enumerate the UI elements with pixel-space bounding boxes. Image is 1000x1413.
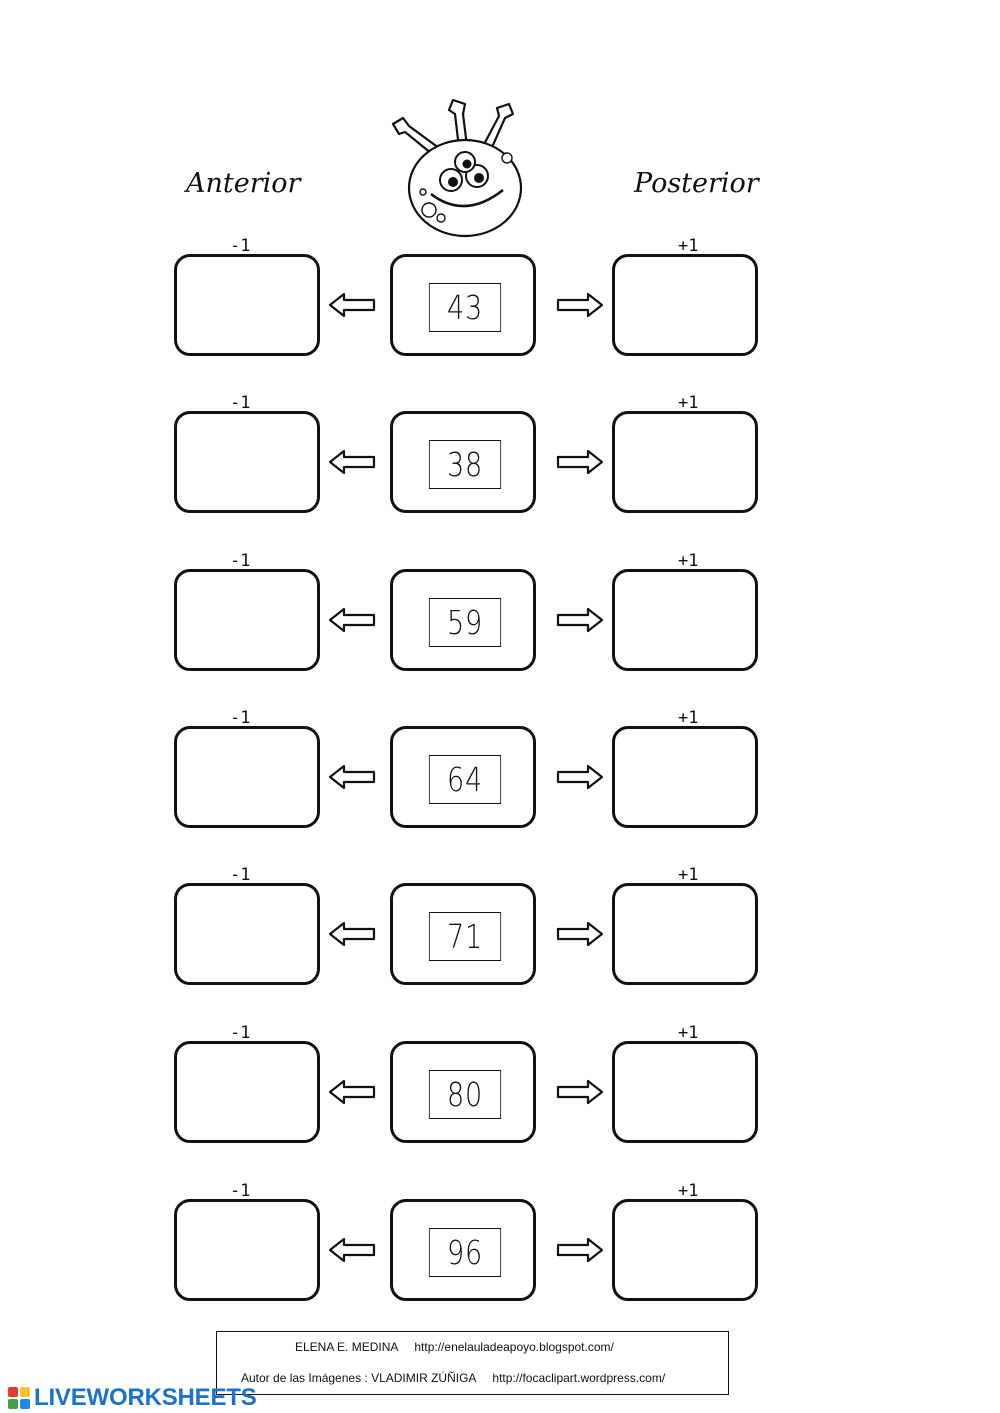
posterior-answer-box[interactable] — [612, 1199, 758, 1301]
given-number: 64 — [428, 755, 502, 804]
credit-author-line: ELENA E. MEDINA http://enelauladeapoyo.b… — [295, 1340, 614, 1354]
plus-one-label: +1 — [678, 1181, 699, 1201]
anterior-answer-box[interactable] — [174, 254, 320, 356]
given-number-box: 96 — [390, 1199, 536, 1301]
given-number: 38 — [428, 440, 502, 489]
posterior-heading: Posterior — [634, 168, 759, 199]
anterior-answer-box[interactable] — [174, 569, 320, 671]
anterior-answer-input[interactable] — [177, 1044, 317, 1140]
anterior-answer-input[interactable] — [177, 1202, 317, 1298]
liveworksheets-brand: LIVEWORKSHEETS — [8, 1384, 257, 1412]
posterior-answer-input[interactable] — [615, 414, 755, 510]
given-number: 80 — [428, 1070, 502, 1119]
liveworksheets-brand-text: LIVEWORKSHEETS — [34, 1384, 257, 1411]
posterior-answer-input[interactable] — [615, 572, 755, 668]
number-row: -1 +1 59 — [0, 551, 1000, 671]
anterior-answer-box[interactable] — [174, 411, 320, 513]
posterior-answer-input[interactable] — [615, 886, 755, 982]
given-number-box: 59 — [390, 569, 536, 671]
arrow-left-icon — [328, 921, 376, 947]
given-number-box: 80 — [390, 1041, 536, 1143]
anterior-answer-box[interactable] — [174, 726, 320, 828]
arrow-left-icon — [328, 1079, 376, 1105]
given-number: 43 — [428, 283, 502, 332]
anterior-heading: Anterior — [186, 168, 301, 199]
arrow-left-icon — [328, 764, 376, 790]
number-row: -1 +1 64 — [0, 708, 1000, 828]
liveworksheets-logo-icon — [8, 1387, 30, 1409]
minus-one-label: -1 — [230, 865, 251, 885]
number-row: -1 +1 71 — [0, 865, 1000, 985]
given-number: 96 — [428, 1228, 502, 1277]
credits-box: ELENA E. MEDINA http://enelauladeapoyo.b… — [216, 1331, 729, 1395]
plus-one-label: +1 — [678, 393, 699, 413]
arrow-left-icon — [328, 449, 376, 475]
arrow-right-icon — [556, 921, 604, 947]
anterior-answer-input[interactable] — [177, 414, 317, 510]
arrow-left-icon — [328, 292, 376, 318]
alien-mascot-icon — [391, 98, 523, 238]
minus-one-label: -1 — [230, 1023, 251, 1043]
given-number-box: 43 — [390, 254, 536, 356]
anterior-answer-input[interactable] — [177, 572, 317, 668]
posterior-answer-input[interactable] — [615, 257, 755, 353]
minus-one-label: -1 — [230, 708, 251, 728]
anterior-answer-input[interactable] — [177, 886, 317, 982]
arrow-right-icon — [556, 292, 604, 318]
arrow-right-icon — [556, 449, 604, 475]
anterior-answer-box[interactable] — [174, 1041, 320, 1143]
arrow-left-icon — [328, 1237, 376, 1263]
anterior-answer-box[interactable] — [174, 1199, 320, 1301]
posterior-answer-box[interactable] — [612, 411, 758, 513]
plus-one-label: +1 — [678, 236, 699, 256]
given-number: 59 — [428, 598, 502, 647]
anterior-answer-input[interactable] — [177, 257, 317, 353]
anterior-answer-input[interactable] — [177, 729, 317, 825]
given-number-box: 71 — [390, 883, 536, 985]
arrow-right-icon — [556, 764, 604, 790]
minus-one-label: -1 — [230, 393, 251, 413]
arrow-right-icon — [556, 607, 604, 633]
posterior-answer-box[interactable] — [612, 883, 758, 985]
anterior-answer-box[interactable] — [174, 883, 320, 985]
number-row: -1 +1 38 — [0, 393, 1000, 513]
given-number-box: 38 — [390, 411, 536, 513]
posterior-answer-input[interactable] — [615, 1202, 755, 1298]
plus-one-label: +1 — [678, 1023, 699, 1043]
number-row: -1 +1 96 — [0, 1181, 1000, 1301]
plus-one-label: +1 — [678, 865, 699, 885]
number-row: -1 +1 43 — [0, 236, 1000, 356]
posterior-answer-input[interactable] — [615, 729, 755, 825]
posterior-answer-box[interactable] — [612, 569, 758, 671]
posterior-answer-box[interactable] — [612, 254, 758, 356]
arrow-right-icon — [556, 1079, 604, 1105]
given-number: 71 — [428, 912, 502, 961]
posterior-answer-box[interactable] — [612, 1041, 758, 1143]
posterior-answer-box[interactable] — [612, 726, 758, 828]
minus-one-label: -1 — [230, 1181, 251, 1201]
minus-one-label: -1 — [230, 551, 251, 571]
arrow-left-icon — [328, 607, 376, 633]
posterior-answer-input[interactable] — [615, 1044, 755, 1140]
arrow-right-icon — [556, 1237, 604, 1263]
given-number-box: 64 — [390, 726, 536, 828]
plus-one-label: +1 — [678, 551, 699, 571]
minus-one-label: -1 — [230, 236, 251, 256]
plus-one-label: +1 — [678, 708, 699, 728]
credit-images-line: Autor de las Imágenes : VLADIMIR ZÚÑIGA … — [241, 1371, 666, 1385]
number-row: -1 +1 80 — [0, 1023, 1000, 1143]
